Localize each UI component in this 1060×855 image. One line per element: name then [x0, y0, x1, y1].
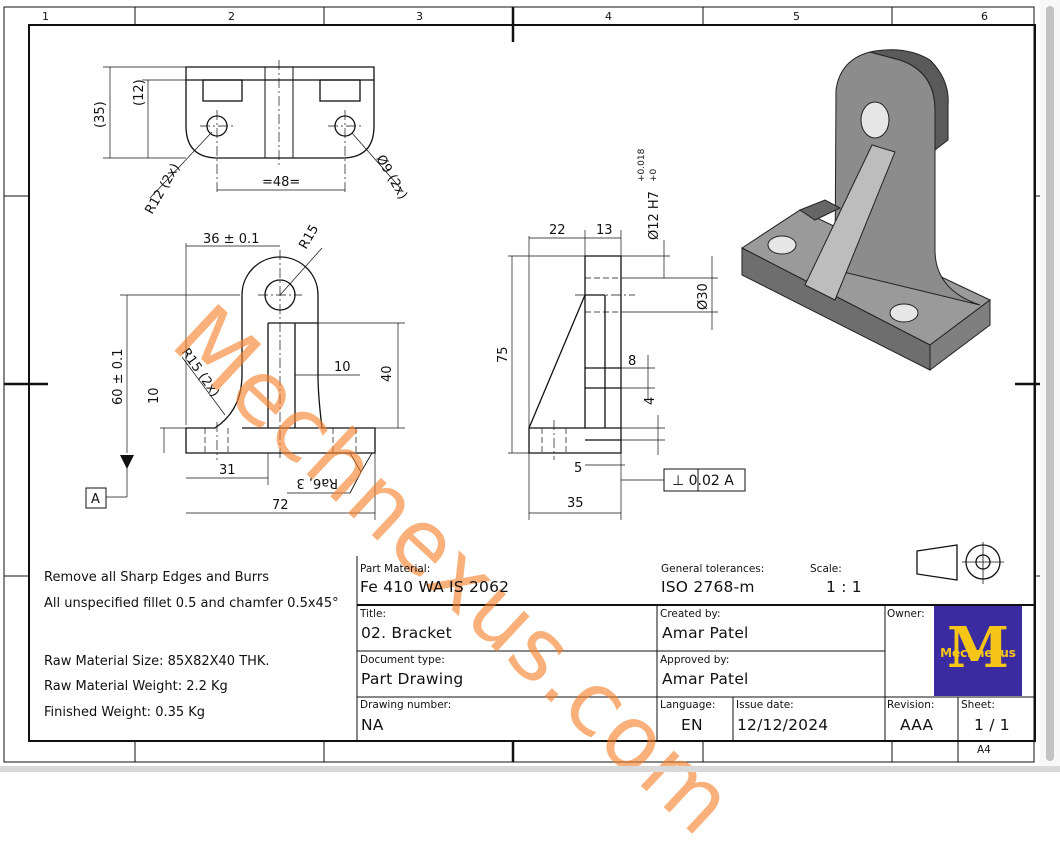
datum-label-box — [85, 487, 107, 509]
sheet-label: Sheet: — [961, 699, 995, 711]
gdt-frame — [663, 468, 746, 492]
issue-date-label: Issue date: — [736, 699, 794, 711]
dim-75: 75 — [496, 346, 511, 363]
dim-12-h7: Ø12 H7 — [647, 191, 662, 240]
dim-35-side: 35 — [567, 496, 584, 511]
dim-hole-9: Ø9 (2x) — [373, 153, 410, 203]
note-raw-size: Raw Material Size: 85X82X40 THK. — [44, 654, 270, 669]
zone-col-1: 1 — [42, 10, 49, 23]
dim-72: 72 — [272, 498, 289, 513]
zone-col-3: 3 — [416, 10, 423, 23]
dim-8: 8 — [628, 354, 636, 369]
general-tolerances-value: ISO 2768-m — [661, 578, 755, 596]
dim-10-vertical: 10 — [147, 387, 162, 404]
language-value: EN — [681, 716, 703, 734]
owner-logo: M Mechnexus — [934, 606, 1022, 696]
general-tolerances-label: General tolerances: — [661, 563, 765, 575]
dim-48: =48= — [262, 175, 300, 190]
approved-by-value: Amar Patel — [662, 670, 749, 688]
gdt-perpendicularity: ⊥ 0.02 A — [672, 473, 734, 489]
part-material-label: Part Material: — [360, 563, 431, 575]
zone-col-4: 4 — [605, 10, 612, 23]
horizontal-scrollbar[interactable] — [0, 766, 1060, 772]
issue-date-value: 12/12/2024 — [737, 716, 829, 734]
dim-4: 4 — [643, 397, 658, 405]
note-raw-weight: Raw Material Weight: 2.2 Kg — [44, 679, 228, 694]
drawing-sheet: 1 2 3 4 5 6 A B C D — [3, 6, 1048, 763]
dim-30: Ø30 — [696, 283, 711, 310]
title-value: 02. Bracket — [361, 624, 452, 642]
paper-size: A4 — [977, 744, 991, 756]
drawing-number-value: NA — [361, 716, 384, 734]
dim-tol-upper: +0.018 — [637, 148, 647, 182]
owner-label: Owner: — [887, 608, 925, 620]
front-view — [85, 243, 405, 520]
dim-12-ref: (12) — [132, 79, 147, 106]
created-by-label: Created by: — [660, 608, 721, 620]
dim-35-ref: (35) — [93, 101, 108, 128]
dim-31: 31 — [219, 463, 236, 478]
note-fillet-chamfer: All unspecified fillet 0.5 and chamfer 0… — [44, 596, 339, 611]
dim-40: 40 — [380, 365, 395, 382]
logo-letter: M — [947, 615, 1009, 681]
dim-r12: R12 (2x) — [142, 161, 183, 217]
zone-col-2: 2 — [228, 10, 235, 23]
scale-label: Scale: — [810, 563, 842, 575]
dim-r15: R15 — [296, 222, 322, 252]
datum-label: A — [91, 492, 100, 507]
document-type-value: Part Drawing — [361, 670, 464, 688]
logo-text: Mechnexus — [940, 646, 1016, 660]
zone-col-6: 6 — [981, 10, 988, 23]
language-label: Language: — [660, 699, 716, 711]
drawing-number-label: Drawing number: — [360, 699, 452, 711]
side-view — [508, 230, 746, 520]
surface-roughness-icon — [349, 452, 373, 494]
dim-22: 22 — [549, 223, 566, 238]
note-sharp-edges: Remove all Sharp Edges and Burrs — [44, 570, 269, 585]
dim-tol-lower: +0 — [649, 168, 659, 182]
created-by-value: Amar Patel — [662, 624, 749, 642]
sheet-frame — [3, 6, 1040, 763]
note-finished-weight: Finished Weight: 0.35 Kg — [44, 705, 206, 720]
dim-60: 60 ± 0.1 — [111, 349, 126, 405]
side-view-dims: 22 13 75 Ø12 H7 +0.018 +0 Ø30 8 4 5 35 ⊥… — [496, 148, 734, 511]
top-view — [103, 60, 403, 199]
dim-36: 36 ± 0.1 — [203, 232, 259, 247]
title-label: Title: — [360, 608, 387, 620]
isometric-view — [741, 49, 991, 371]
sheet-value: 1 / 1 — [974, 716, 1010, 734]
approved-by-label: Approved by: — [660, 654, 730, 666]
datum-triangle-icon — [120, 455, 134, 469]
document-type-label: Document type: — [360, 654, 445, 666]
dim-13: 13 — [596, 223, 613, 238]
part-material-value: Fe 410 WA IS 2062 — [360, 578, 510, 596]
title-block-lines — [356, 556, 1035, 762]
scale-value: 1 : 1 — [826, 578, 862, 596]
dim-10-horizontal: 10 — [334, 360, 351, 375]
revision-label: Revision: — [887, 699, 935, 711]
top-view-dims: (35) (12) R12 (2x) =48= Ø9 (2x) — [93, 79, 410, 217]
projection-symbol-icon — [916, 542, 1004, 584]
roughness-value: Ra6, 3 — [296, 475, 338, 490]
vertical-scrollbar-thumb[interactable] — [1046, 6, 1054, 761]
revision-value: AAA — [900, 716, 934, 734]
zone-col-5: 5 — [793, 10, 800, 23]
dim-5: 5 — [574, 461, 582, 476]
